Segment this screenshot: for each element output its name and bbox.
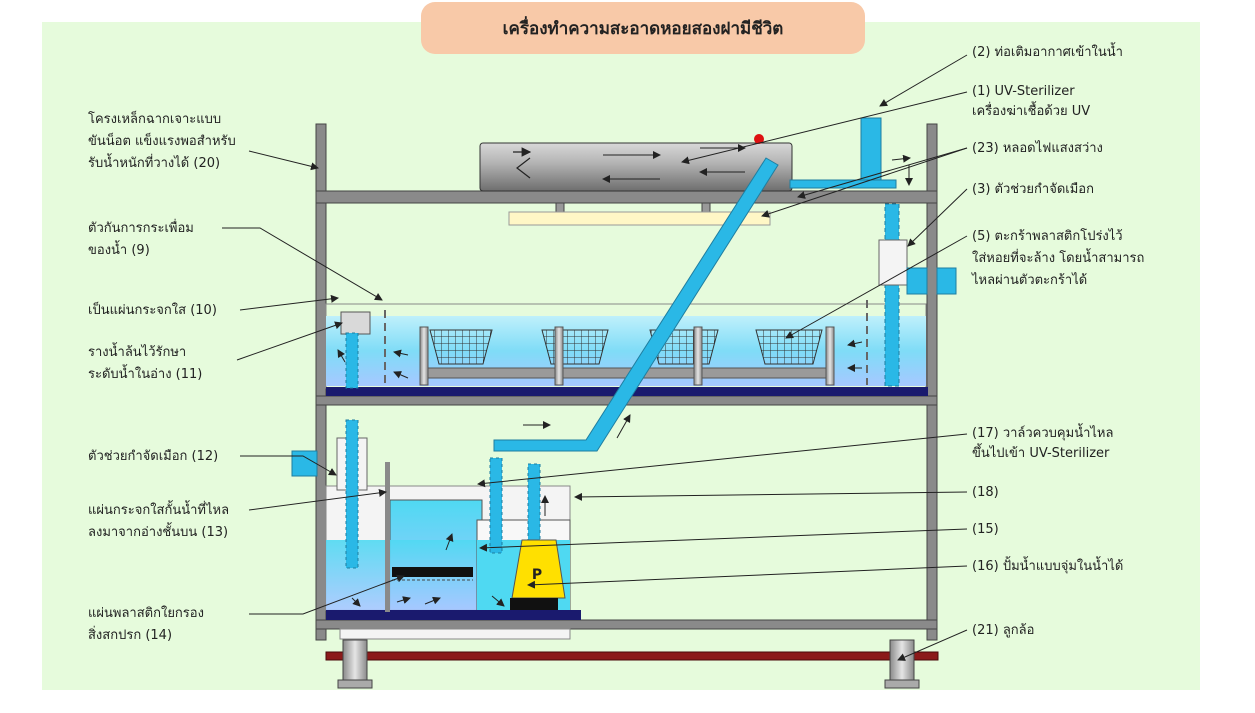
label-15: (15) <box>972 522 999 537</box>
return-pipe <box>493 157 779 452</box>
label-wheel: (21) ลูกล้อ <box>972 623 1035 638</box>
label-pump: (16) ปั้มน้ำแบบจุ่มในน้ำได้ <box>972 559 1124 574</box>
label-frame-line1: โครงเหล็กฉากเจาะแบบ <box>88 112 222 127</box>
label-overflow-line1: รางน้ำล้นไว้รักษา <box>88 345 187 360</box>
diagram-title: เครื่องทำความสะอาดหอยสองฝามีชีวิต <box>421 2 865 54</box>
flow-arrows <box>337 154 913 607</box>
label-aeration-pipe: (2) ท่อเติมอากาศเข้าในน้ำ <box>972 45 1123 60</box>
light-tube <box>508 211 771 226</box>
label-18: (18) <box>972 485 999 500</box>
label-wave-breaker-line2: ของน้ำ (9) <box>88 243 150 258</box>
label-overflow-line2: ระดับน้ำในอ่าง (11) <box>88 367 203 382</box>
label-frame-line2: ขันน็อต แข็งแรงพอสำหรับ <box>88 134 236 149</box>
label-filter-line2: สิ่งสกปรก (14) <box>88 628 173 643</box>
leader-lines <box>222 54 968 661</box>
label-valve-line2: ขึ้นไปเข้า UV-Sterilizer <box>972 446 1110 461</box>
label-slime-remover-upper: (3) ตัวช่วยกำจัดเมือก <box>972 182 1094 197</box>
lower-tank <box>291 419 581 640</box>
label-wave-breaker-line1: ตัวกันการกระเพื่อม <box>88 221 194 236</box>
label-basket-line2: ใส่หอยที่จะล้าง โดยน้ำสามารถ <box>972 251 1145 266</box>
label-uv-sterilizer-desc: เครื่องฆ่าเชื้อด้วย UV <box>972 104 1091 119</box>
label-glass-divider-line1: แผ่นกระจกใสกั้นน้ำที่ไหล <box>88 503 230 518</box>
basket-row <box>419 326 835 386</box>
label-filter-line1: แผ่นพลาสติกใยกรอง <box>88 606 204 621</box>
label-slime-remover-lower: ตัวช่วยกำจัดเมือก (12) <box>88 449 219 464</box>
wheel-assembly <box>325 639 939 689</box>
label-basket-line3: ไหลผ่านตัวตะกร้าได้ <box>972 273 1088 288</box>
label-frame-line3: รับน้ำหนักที่วางได้ (20) <box>88 156 221 171</box>
label-basket-line1: (5) ตะกร้าพลาสติกโปร่งไว้ <box>972 229 1123 244</box>
label-glass-divider-line2: ลงมาจากอ่างชั้นบน (13) <box>88 525 229 540</box>
pump-label: P <box>532 567 542 583</box>
label-light-tube: (23) หลอดไฟแสงสว่าง <box>972 141 1103 156</box>
label-valve-line1: (17) วาล์วควบคุมน้ำไหล <box>972 426 1114 441</box>
label-glass-sheet: เป็นแผ่นกระจกใส (10) <box>88 303 217 318</box>
label-uv-sterilizer: (1) UV-Sterilizer <box>972 84 1075 99</box>
